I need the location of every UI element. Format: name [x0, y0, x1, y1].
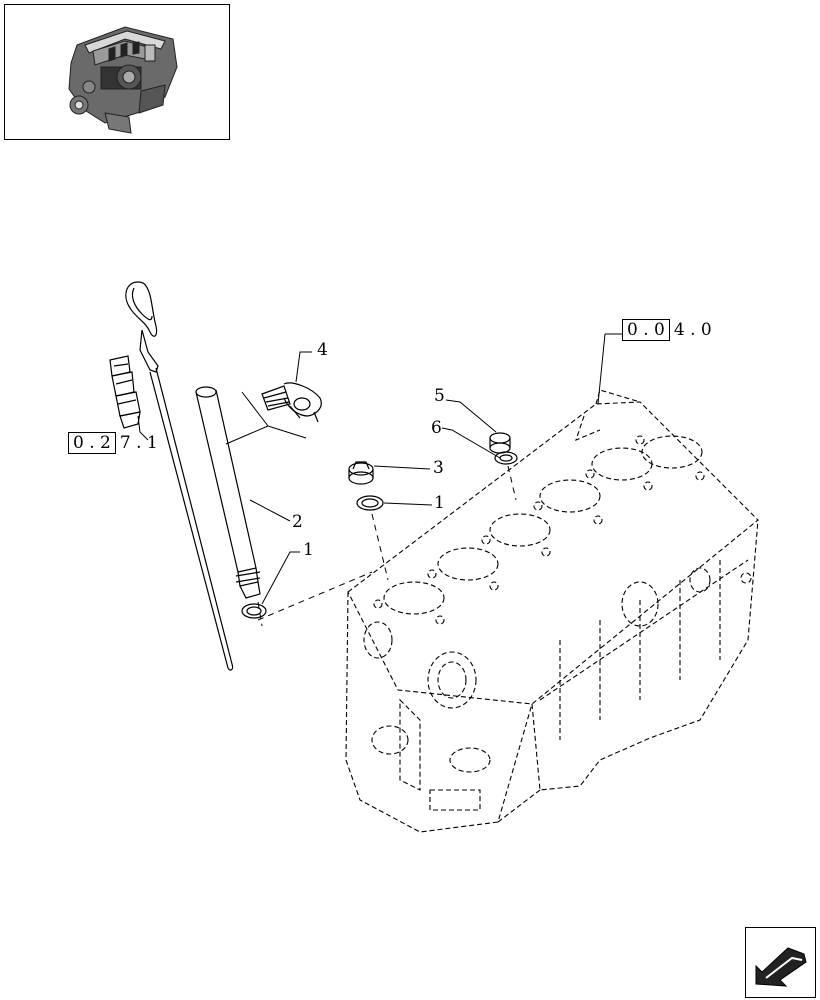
plug-3 [348, 461, 374, 485]
engine-thumbnail-icon [68, 26, 178, 134]
clamp-bolt [261, 382, 322, 423]
reference-rest-part: 4 . 0 [673, 320, 712, 340]
arrow-back-icon [755, 947, 807, 987]
callout-3[interactable]: 3 [433, 458, 444, 478]
back-navigation-button[interactable] [745, 927, 816, 998]
callout-6[interactable]: 6 [431, 418, 442, 438]
callout-1-upper[interactable]: 1 [434, 493, 445, 513]
reference-rest-part: 7 . 1 [119, 433, 158, 453]
tube-end [109, 355, 141, 429]
engine-block [345, 389, 759, 833]
reference-boxed-part: 0 . 2 [68, 432, 116, 454]
dipstick [125, 281, 234, 671]
plug-5 [489, 432, 511, 454]
callout-1-lower[interactable]: 1 [303, 540, 314, 560]
callout-2[interactable]: 2 [292, 512, 303, 532]
washer-6 [494, 451, 518, 465]
washer-lower [241, 603, 267, 619]
washer-upper [356, 495, 384, 511]
engine-thumbnail[interactable] [4, 4, 230, 140]
callout-5[interactable]: 5 [434, 386, 445, 406]
callout-4[interactable]: 4 [317, 340, 328, 360]
guide-tube [195, 386, 261, 599]
reference-boxed-part: 0 . 0 [622, 319, 670, 341]
